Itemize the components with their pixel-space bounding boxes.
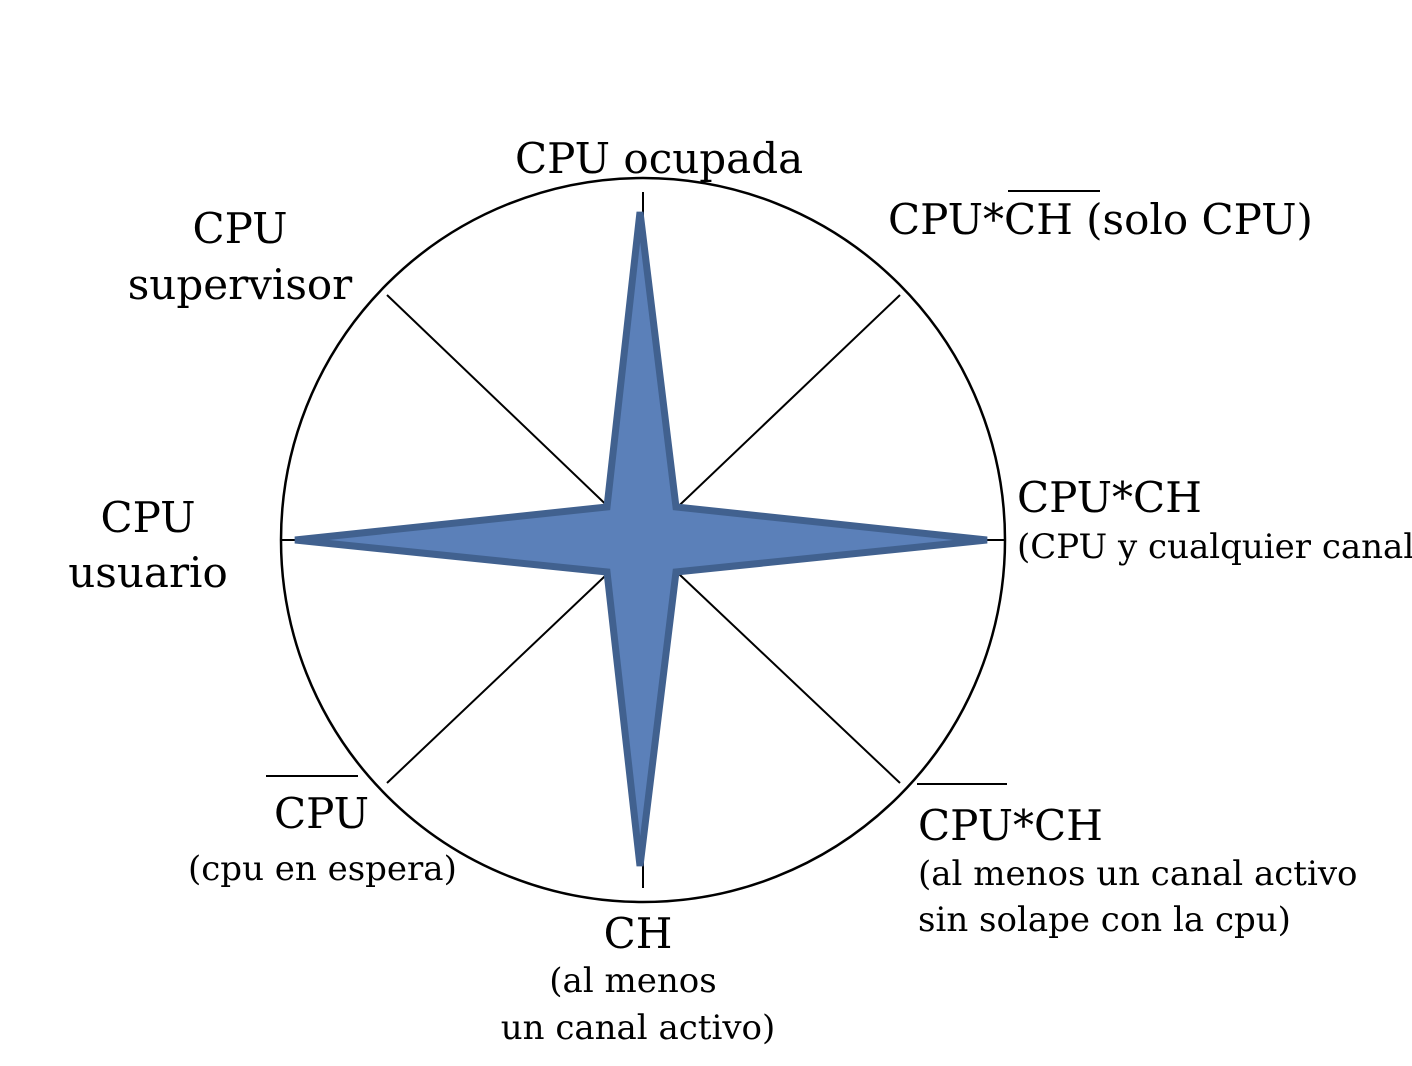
axis-top-right [642,294,901,541]
label-cpu-usuario-2: usuario [68,548,228,597]
label-cpu-solo: CPU*CH (solo CPU) [888,195,1313,244]
label-cpu-ch-desc: (CPU y cualquier canal) [1017,527,1412,567]
label-cpu-supervisor-1: CPU [192,204,288,253]
label-cpu-ocupada: CPU ocupada [515,134,804,183]
label-cpu-ch: CPU*CH [1017,473,1202,522]
label-notcpu-ch-desc1: (al menos un canal activo [918,854,1358,894]
axis-bottom-left [386,539,644,784]
overline-ch [1008,190,1100,192]
label-cpu-supervisor-2: supervisor [127,260,353,309]
label-notcpu: CPU [274,789,370,838]
label-ch-desc1: (al menos [549,961,717,1001]
axis-bottom-right [642,539,901,784]
label-cpu-usuario-1: CPU [100,493,196,542]
label-ch: CH [603,909,673,958]
label-notcpu-ch: CPU*CH [918,801,1103,850]
axis-top-left [386,294,644,541]
label-notcpu-ch-desc2: sin solape con la cpu) [918,900,1291,940]
overline-cpu-right [917,783,1007,785]
label-ch-desc2: un canal activo) [500,1008,776,1048]
overline-cpu-left [266,775,358,777]
performance-star [294,211,988,867]
label-notcpu-desc: (cpu en espera) [188,849,457,889]
